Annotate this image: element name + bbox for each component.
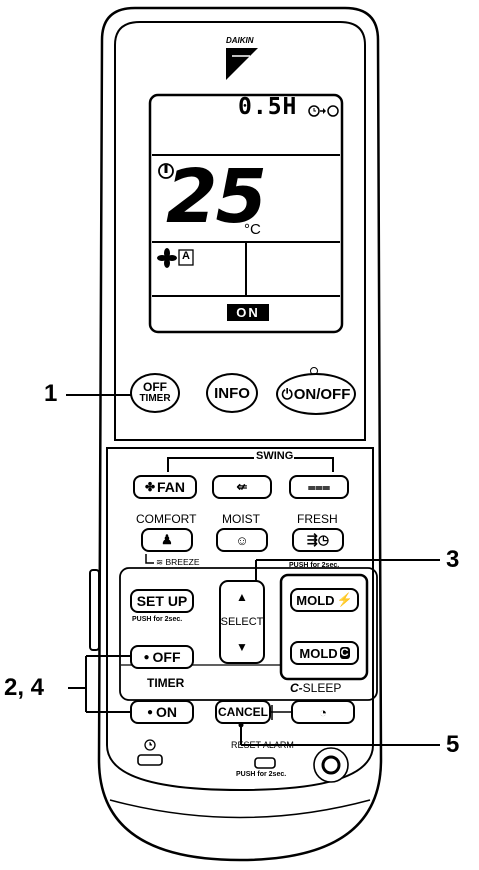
push-2sec-label-mold: PUSH for 2sec. xyxy=(289,562,340,569)
timer-off-button[interactable]: ● OFF xyxy=(130,645,194,669)
swing-vertical-icon: ⇍ xyxy=(236,479,248,494)
info-button[interactable]: INFO xyxy=(206,373,258,413)
moist-button[interactable]: ☺ xyxy=(216,528,268,552)
breeze-label: ≋ BREEZE xyxy=(156,557,200,568)
breeze-text: BREEZE xyxy=(165,557,200,567)
select-button-group: ▲ SELECT ▼ xyxy=(219,580,265,664)
lcd-timer-value: 0.5H xyxy=(238,94,298,120)
csleep-button[interactable]: ◔ xyxy=(291,700,355,724)
callout-1: 1 xyxy=(44,380,58,407)
mold-lightning-icon: ⚡ xyxy=(336,592,353,607)
comfort-icon: ♟ xyxy=(161,532,173,547)
comfort-label: COMFORT xyxy=(136,512,197,526)
timer-on-button[interactable]: ● ON xyxy=(130,700,194,724)
lcd-fan-icon xyxy=(157,248,177,268)
lcd-unit: °C xyxy=(244,221,261,238)
fan-label: FAN xyxy=(157,479,186,495)
timer-on-label: ON xyxy=(156,704,178,720)
cancel-button[interactable]: CANCEL xyxy=(215,700,271,724)
setup-label: SET UP xyxy=(136,593,188,609)
comfort-button[interactable]: ♟ xyxy=(141,528,193,552)
moist-icon: ☺ xyxy=(235,532,249,548)
fresh-label: FRESH xyxy=(297,512,338,526)
fresh-icon: ⇶◷ xyxy=(306,532,330,547)
info-label: INFO xyxy=(214,384,250,402)
callout-3: 3 xyxy=(446,546,460,573)
timer-off-dot-icon: ● xyxy=(143,651,150,663)
lcd-temperature: 25 xyxy=(166,154,267,240)
lcd-fan-mode: A xyxy=(182,250,190,262)
timer-on-dot-icon: ● xyxy=(146,706,154,718)
moist-label: MOIST xyxy=(222,512,260,526)
callout-2-4: 2, 4 xyxy=(4,674,45,701)
brand-label: DAIKIN xyxy=(226,36,254,45)
fan-button[interactable]: ✤ FAN xyxy=(133,475,197,499)
swing-horizontal-icon: ⩶ xyxy=(307,479,331,494)
on-off-button[interactable]: ⏻ ON/OFF xyxy=(276,373,356,415)
timer-title: TIMER xyxy=(147,676,185,690)
push-2sec-label-reset: PUSH for 2sec. xyxy=(236,771,287,778)
csleep-label: C-SLEEP xyxy=(290,681,341,695)
fan-icon: ✤ xyxy=(144,480,156,494)
off-timer-line1: OFF xyxy=(143,380,167,394)
setup-button[interactable]: SET UP xyxy=(130,589,194,613)
off-timer-button[interactable]: OFF TIMER xyxy=(130,373,180,413)
power-icon: ⏻ xyxy=(281,385,293,402)
callout-5: 5 xyxy=(446,731,460,758)
mold-top-button[interactable]: MOLD ⚡ xyxy=(290,588,359,612)
on-off-label: ON/OFF xyxy=(293,385,351,403)
push-2sec-label-setup: PUSH for 2sec. xyxy=(132,616,183,623)
select-label: SELECT xyxy=(220,616,264,628)
cancel-label: CANCEL xyxy=(218,705,268,719)
mold-top-label: MOLD xyxy=(296,592,335,608)
off-timer-line2: TIMER xyxy=(139,393,171,404)
fresh-button[interactable]: ⇶◷ xyxy=(292,528,344,552)
lcd-status: ON xyxy=(236,305,260,320)
mold-bottom-label: MOLD xyxy=(299,645,338,661)
swing-label: SWING xyxy=(256,450,294,462)
csleep-prefix: C- xyxy=(290,681,303,695)
mold-bottom-button[interactable]: MOLD C xyxy=(290,641,359,665)
breeze-icon: ≋ xyxy=(156,557,166,567)
up-arrow-icon[interactable]: ▲ xyxy=(236,590,248,604)
down-arrow-icon[interactable]: ▼ xyxy=(236,640,248,654)
swing-horizontal-button[interactable]: ⩶ xyxy=(289,475,349,499)
csleep-text: SLEEP xyxy=(302,681,342,695)
sleep-icon: ◔ xyxy=(319,704,327,720)
reset-alarm-label: RESET ALARM xyxy=(231,740,294,750)
swing-vertical-button[interactable]: ⇍ xyxy=(212,475,272,499)
mold-cycle-icon: C xyxy=(339,647,350,659)
timer-off-label: OFF xyxy=(152,649,181,665)
